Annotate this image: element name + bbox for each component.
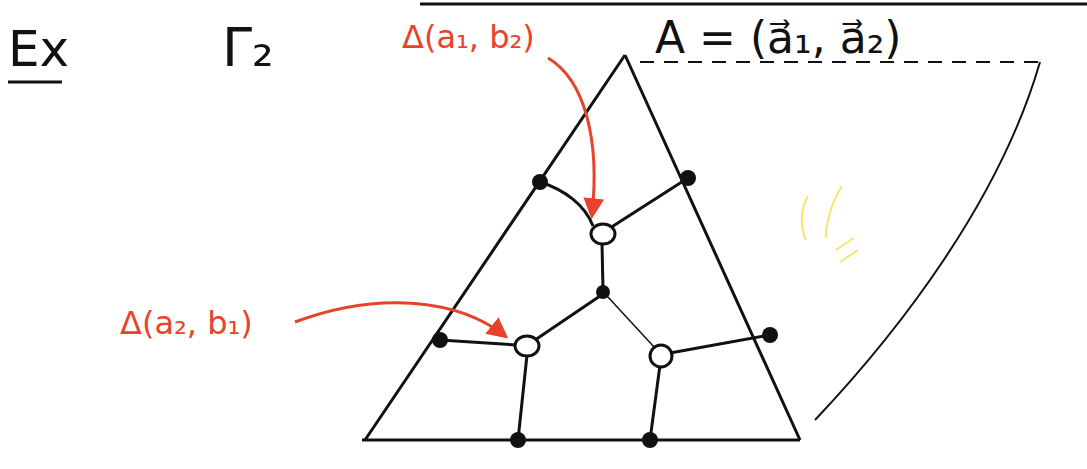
group-name: Γ₂: [222, 18, 274, 77]
triangle: [365, 55, 800, 440]
callout-label: Δ(a₁, b₂): [402, 20, 535, 55]
yellow-mark: [836, 238, 858, 262]
triangle-base: [362, 439, 800, 442]
callout-label: Δ(a₂, b₁): [120, 306, 253, 341]
filled-vertex: [432, 170, 778, 448]
top-rule: [420, 3, 1087, 6]
formula-label: A = (a⃗₁, a⃗₂): [655, 14, 901, 62]
sweep-line: [815, 62, 1040, 420]
pointer-arrow: [295, 303, 505, 336]
example-label: Ex: [8, 22, 69, 77]
underline: [8, 81, 62, 84]
web-edges: [440, 178, 770, 440]
pointer-arrow: [548, 58, 594, 215]
open-vertex: [515, 224, 672, 367]
yellow-mark: [802, 196, 808, 240]
yellow-mark: [826, 186, 842, 238]
